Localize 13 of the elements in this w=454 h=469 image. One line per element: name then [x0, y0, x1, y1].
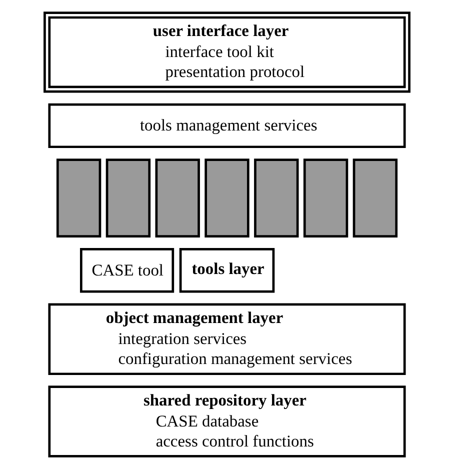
node-box: object management layer integration services configuration management services — [48, 303, 406, 376]
node-box: tools layer — [179, 248, 275, 293]
node-box — [155, 158, 200, 238]
node-box: user interface layer interface tool kit presentation protocol — [44, 12, 410, 93]
node-box — [204, 158, 250, 238]
node-box: tools management services — [48, 103, 406, 148]
node-box: CASE tool — [80, 248, 174, 293]
node-box: shared repository layer CASE database access control functions — [48, 386, 406, 458]
node-box — [352, 158, 398, 238]
node-box — [303, 158, 348, 238]
node-box — [254, 158, 299, 238]
node-box — [106, 158, 151, 238]
node-box — [56, 158, 102, 238]
